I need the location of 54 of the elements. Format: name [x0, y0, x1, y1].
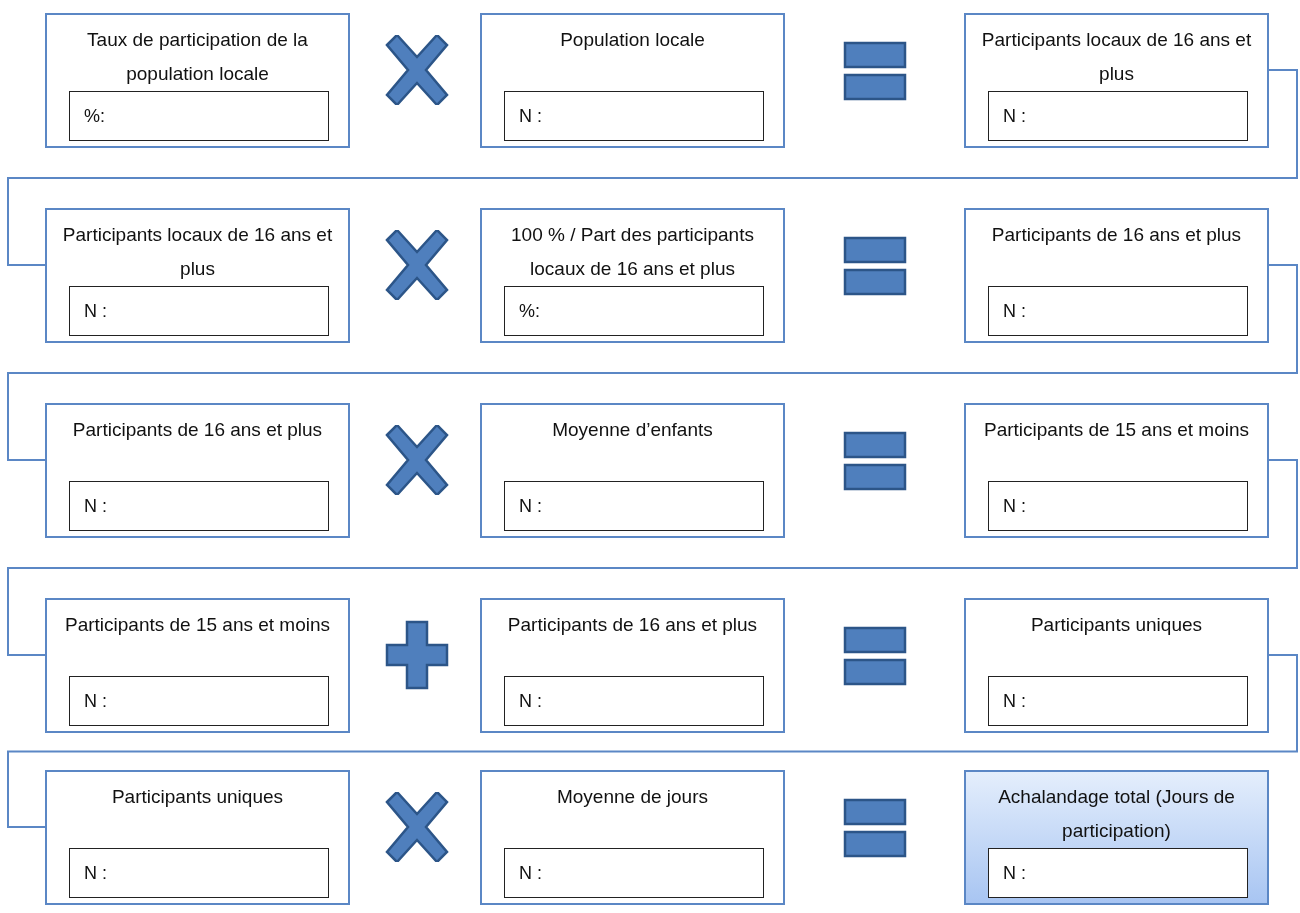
card-title: Participants de 16 ans et plus [990, 223, 1243, 247]
connector-line [7, 459, 1298, 656]
form-card [964, 13, 1269, 148]
input-field: N : [504, 91, 764, 141]
card-title: Participants locaux de 16 ans et plus [61, 223, 334, 281]
multiply-sign-icon [385, 230, 449, 300]
card-title: Achalandage total (Jours de participation) [997, 785, 1236, 843]
form-card [964, 403, 1269, 538]
card-title: Participants de 16 ans et plus [71, 418, 324, 442]
card-title: 100 % / Part des participants locaux de 16 ans et plus [510, 223, 755, 281]
input-field: N : [69, 286, 329, 336]
result-card [964, 770, 1269, 905]
input-field: N : [504, 676, 764, 726]
multiply-sign-icon [385, 35, 449, 105]
card-title: Participants de 16 ans et plus [506, 613, 759, 637]
form-card [480, 770, 785, 905]
form-card [480, 13, 785, 148]
multiply-sign-icon [385, 792, 449, 862]
input-field: N : [988, 286, 1248, 336]
input-field: N : [504, 848, 764, 898]
input-field: N : [69, 481, 329, 531]
form-card [45, 770, 350, 905]
card-title: Participants de 15 ans et moins [982, 418, 1251, 442]
card-title: Moyenne de jours [555, 785, 709, 809]
form-card [480, 598, 785, 733]
input-field: %: [504, 286, 764, 336]
card-title: Moyenne d’enfants [551, 418, 714, 442]
multiply-sign-icon [385, 425, 449, 495]
connector-line [7, 654, 1298, 828]
form-card [45, 403, 350, 538]
input-field: N : [988, 676, 1248, 726]
form-card [45, 598, 350, 733]
card-title: Taux de participation de la population locale [86, 28, 309, 86]
input-field: N : [69, 676, 329, 726]
input-field: N : [504, 481, 764, 531]
card-title: Population locale [559, 28, 706, 52]
form-card [480, 403, 785, 538]
form-card [45, 13, 350, 148]
plus-sign-icon [385, 620, 449, 690]
form-card [964, 208, 1269, 343]
input-field: N : [69, 848, 329, 898]
input-field: N : [988, 848, 1248, 898]
input-field: %: [69, 91, 329, 141]
card-title: Participants locaux de 16 ans et plus [980, 28, 1253, 86]
input-field: N : [988, 91, 1248, 141]
card-title: Participants uniques [1029, 613, 1204, 637]
card-title: Participants uniques [110, 785, 285, 809]
card-title: Participants de 15 ans et moins [63, 613, 332, 637]
connector-line [7, 264, 1298, 461]
form-card [964, 598, 1269, 733]
form-card [480, 208, 785, 343]
form-card [45, 208, 350, 343]
connector-line [7, 69, 1298, 266]
input-field: N : [988, 481, 1248, 531]
